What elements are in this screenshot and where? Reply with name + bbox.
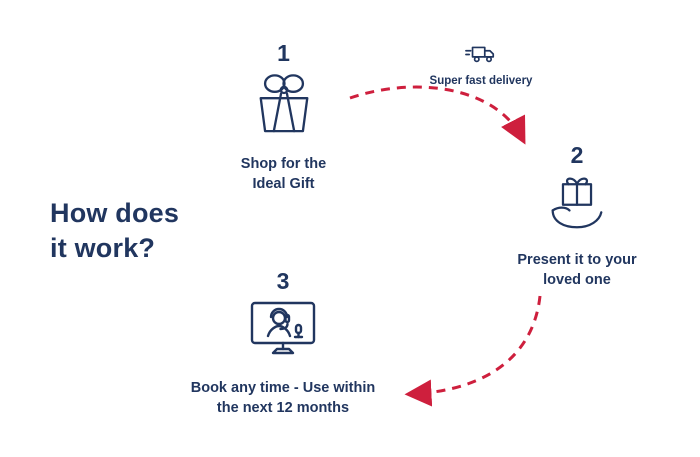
gift-box-icon <box>248 71 320 135</box>
step-1-label: Shop for the Ideal Gift <box>240 156 327 193</box>
dashed-arrow-step1-to-step2 <box>349 85 526 145</box>
dashed-arrow-step2-to-step3 <box>404 295 542 407</box>
hand-holding-gift-icon <box>542 173 612 231</box>
page-title-line2: it work? <box>50 232 156 263</box>
delivery-truck-icon <box>465 44 497 65</box>
step-2-number: 2 <box>570 142 584 168</box>
step-3-label: Book any time - Use within the next 12 m… <box>190 380 376 417</box>
step-2: 2 Present it to your loved one <box>492 142 662 291</box>
page-title-line1: How does <box>50 198 180 228</box>
delivery-badge: Super fast delivery <box>406 44 556 87</box>
step-3-number: 3 <box>276 268 290 294</box>
step-1-number: 1 <box>277 40 290 66</box>
delivery-label: Super fast delivery <box>429 75 533 87</box>
page-title: How does it work? <box>50 196 179 265</box>
step-3: 3 Book any time - Use within the next 12… <box>160 268 406 419</box>
step-1: 1 Shop for the Ideal Gift <box>196 40 371 195</box>
step-2-label: Present it to your loved one <box>517 252 637 289</box>
support-monitor-icon <box>246 299 320 359</box>
